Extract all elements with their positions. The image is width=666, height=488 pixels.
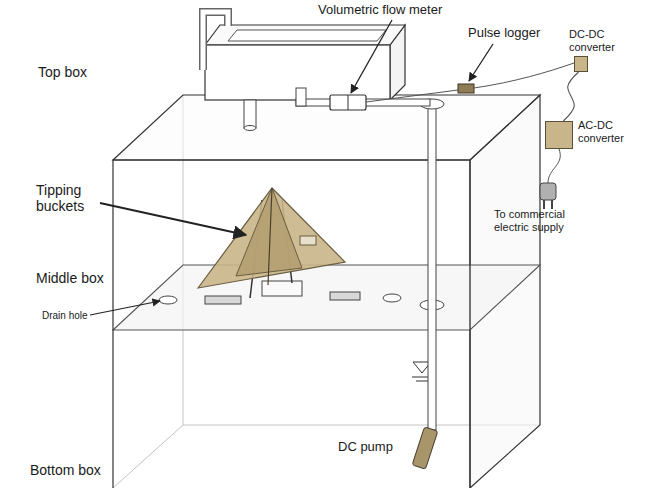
plug-prong bbox=[543, 200, 545, 209]
bucket-counter bbox=[300, 236, 316, 245]
section-label: Top box bbox=[38, 64, 118, 80]
power-cable bbox=[563, 72, 578, 121]
part-label: Drain hole bbox=[42, 310, 112, 322]
power-plug bbox=[540, 183, 556, 200]
inlet-pipe bbox=[203, 12, 228, 70]
dc-pump bbox=[412, 427, 438, 469]
leader-arrow bbox=[90, 301, 160, 315]
inlet-pipe bbox=[203, 12, 228, 70]
drain-hole bbox=[159, 296, 177, 304]
power-wire bbox=[474, 63, 574, 88]
component-label: DC-DC converter bbox=[569, 28, 627, 54]
middle-box-floor bbox=[113, 265, 540, 330]
hidden-edge bbox=[113, 425, 183, 488]
leader-arrow bbox=[351, 20, 392, 93]
section-label: Bottom box bbox=[30, 462, 125, 478]
component-label: AC-DC converter bbox=[578, 119, 640, 145]
box-top-face bbox=[113, 95, 540, 160]
top-box-top bbox=[205, 25, 405, 45]
flow-pipe bbox=[296, 88, 306, 106]
signal-wire bbox=[366, 90, 458, 102]
top-box-opening bbox=[228, 30, 386, 41]
outlet-tube bbox=[244, 126, 256, 131]
part-label: Volumetric flow meter bbox=[318, 3, 493, 18]
tipping-bucket bbox=[198, 188, 345, 288]
pulse-logger bbox=[458, 84, 474, 93]
part-label: Tipping buckets bbox=[36, 182, 104, 214]
box-front-face bbox=[113, 160, 470, 488]
drain-hole bbox=[383, 294, 401, 302]
water-level-symbol bbox=[416, 381, 428, 382]
flow-meter bbox=[348, 95, 349, 110]
part-label: Pulse logger bbox=[468, 26, 563, 41]
outlet-tube bbox=[244, 100, 256, 128]
leader-arrow bbox=[469, 44, 493, 81]
plug-prong bbox=[551, 200, 553, 209]
ac-dc-converter: AC-DC converter bbox=[545, 121, 573, 149]
bucket-base-plate bbox=[205, 296, 241, 304]
bucket-axis bbox=[268, 188, 272, 285]
dc-dc-converter: DC-DC converter bbox=[574, 56, 588, 72]
part-label: DC pump bbox=[338, 440, 408, 455]
leader-arrow bbox=[100, 203, 246, 235]
supply-note: To commercial electric supply bbox=[494, 208, 586, 233]
flow-meter bbox=[330, 95, 366, 110]
power-wire bbox=[548, 149, 560, 183]
pump-pipe bbox=[428, 104, 436, 430]
section-label: Middle box bbox=[36, 270, 126, 286]
bucket-base-plate bbox=[330, 292, 360, 300]
